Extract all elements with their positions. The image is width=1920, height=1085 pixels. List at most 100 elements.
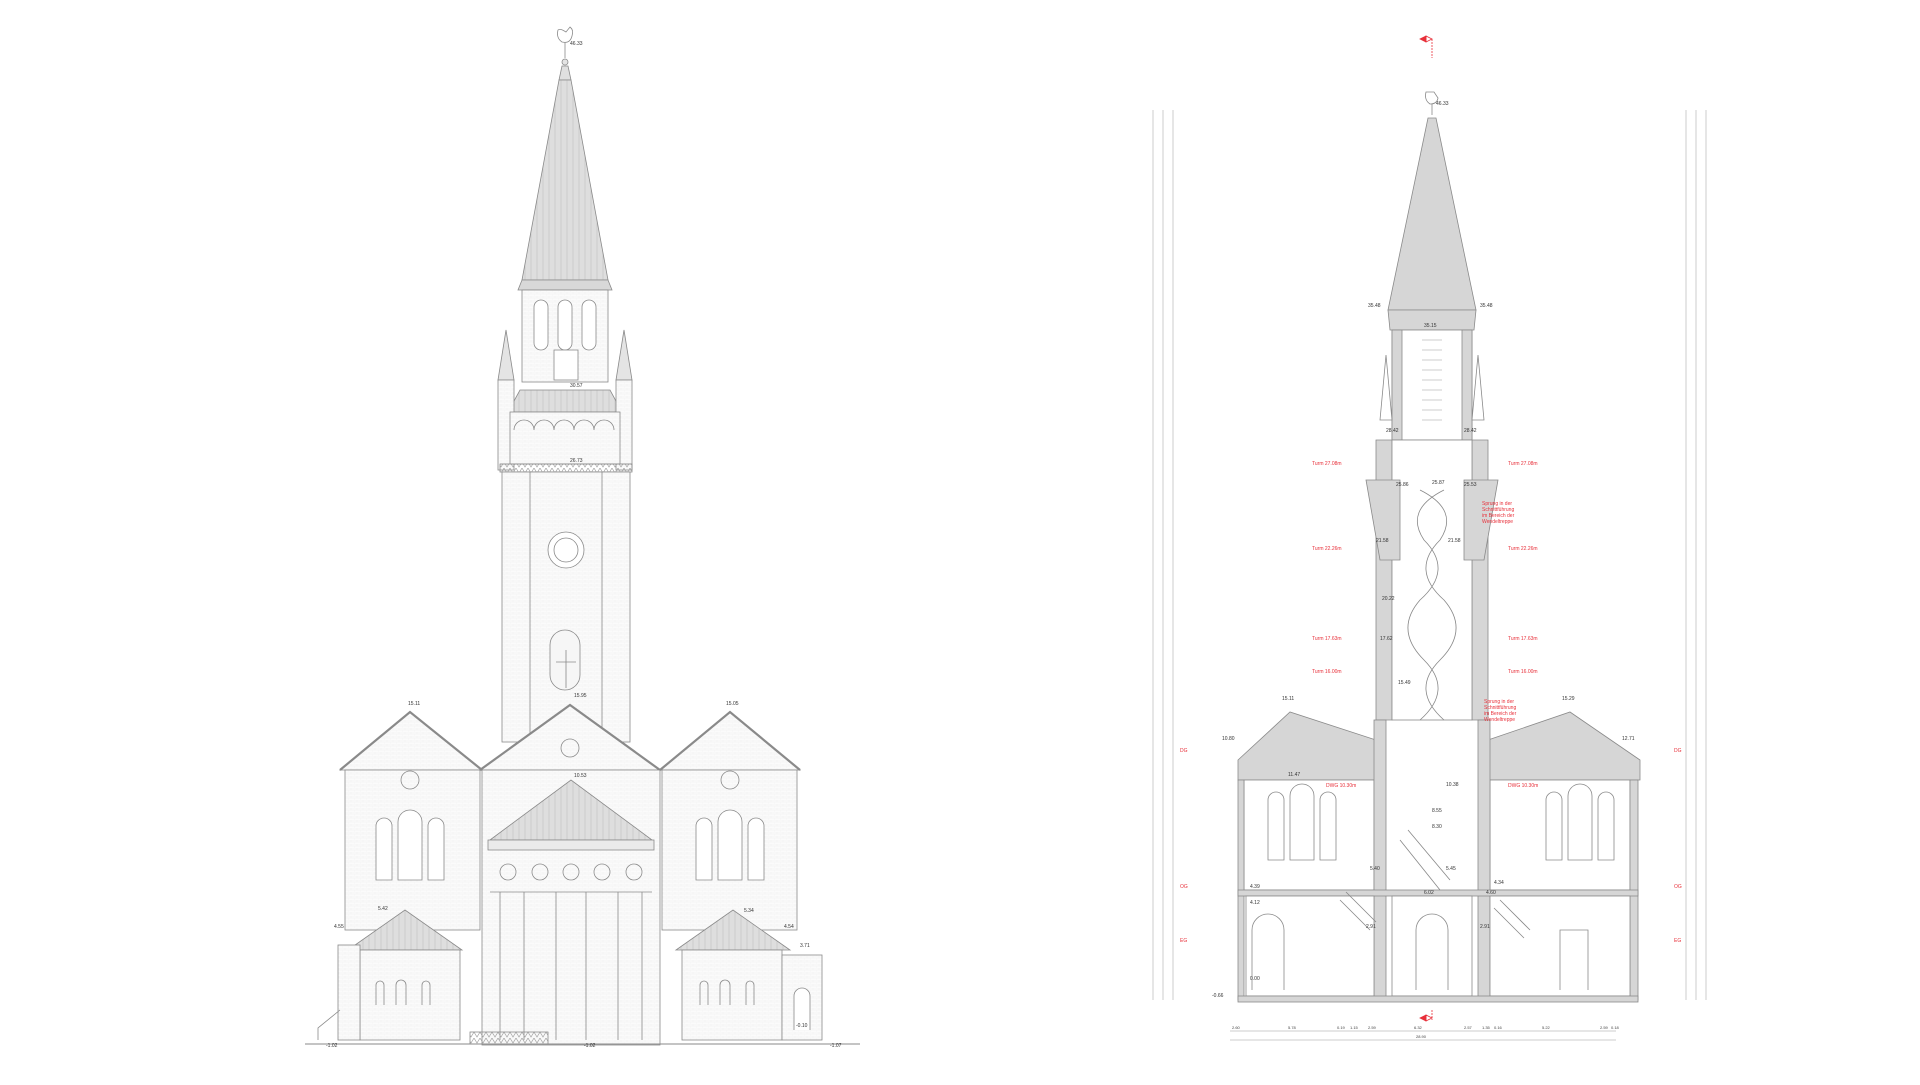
- annotation-jump-note-lower-1: Sprung in der: [1484, 699, 1514, 705]
- annotation-jump-note-upper-1: Sprung in der: [1482, 501, 1512, 507]
- section-level-upper-left: 28.42: [1386, 428, 1399, 434]
- section-red-annotations: Turm 27.08m Turm 27.08m Turm 22.26m Turm…: [1180, 461, 1682, 944]
- level-annex-top: 3.71: [800, 943, 810, 949]
- annotation-jump-note-lower-4: Wendeltreppe: [1484, 717, 1515, 723]
- section-cut-marker-bottom-icon: [1419, 1010, 1433, 1022]
- dim-6: 2.57: [1464, 1025, 1473, 1030]
- annotation-jump-note-upper-4: Wendeltreppe: [1482, 519, 1513, 525]
- section-level-gallery-left-b: 4.12: [1250, 900, 1260, 906]
- section-level-gallery-right: 4.34: [1494, 880, 1504, 886]
- level-ground-right: -1.07: [830, 1043, 842, 1049]
- section-level-25-53: 25.53: [1464, 482, 1477, 488]
- floor-marker-eg-right: EG: [1674, 938, 1681, 944]
- section-level-25-87: 25.87: [1432, 480, 1445, 486]
- dim-5: 6.32: [1414, 1025, 1423, 1030]
- section-level-door-center: 6.02: [1424, 890, 1434, 896]
- bottom-dimension-labels: 2.60 5.78 0.19 1.15 2.59 6.32 2.57 1.35 …: [1232, 1025, 1620, 1039]
- level-apse-roof: 10.53: [574, 773, 587, 779]
- section-level-17-62: 17.62: [1380, 636, 1393, 642]
- section-level-right-gable: 15.29: [1562, 696, 1575, 702]
- section-level-ground: -0.66: [1212, 993, 1224, 999]
- floor-marker-og-left: OG: [1180, 884, 1188, 890]
- dim-10: 2.59: [1600, 1025, 1609, 1030]
- section-level-20-22: 20.22: [1382, 596, 1395, 602]
- section-level-stair-base-right: 2.91: [1480, 924, 1490, 930]
- section-level-gallery-left: 4.39: [1250, 884, 1260, 890]
- section-level-upper-right: 28.42: [1464, 428, 1477, 434]
- section-level-landing-right: 5.45: [1446, 866, 1456, 872]
- spiral-staircase: [1407, 489, 1457, 721]
- section-level-spire-base-right: 35.48: [1480, 303, 1493, 309]
- dimension-chains-left: [1152, 110, 1174, 1000]
- level-right-gable: 15.05: [726, 701, 739, 707]
- level-ground-center: -1.02: [584, 1043, 596, 1049]
- section-level-spire-top: 46.33: [1436, 101, 1449, 107]
- section-level-left-ceiling: 11.47: [1288, 772, 1300, 778]
- section-level-left-gable: 15.11: [1282, 696, 1294, 702]
- dim-3: 1.15: [1350, 1025, 1359, 1030]
- dim-9: 5.22: [1542, 1025, 1551, 1030]
- stairs: [1339, 829, 1531, 939]
- annotation-jump-note-lower-2: Schnittführung: [1484, 705, 1516, 711]
- section-level-belfry-floor: 35.15: [1424, 323, 1437, 329]
- level-left-gable: 15.11: [408, 701, 420, 707]
- level-belfry-roof: 30.57: [570, 383, 583, 389]
- apse-rosettes: [499, 863, 643, 881]
- annotation-tower-17-right: Turm 17.63m: [1508, 636, 1538, 642]
- floor-marker-dg-right: DG: [1674, 748, 1682, 754]
- annotation-tower-27-left: Turm 27.08m: [1312, 461, 1342, 467]
- dim-1: 5.78: [1288, 1025, 1297, 1030]
- section-level-gallery-right-b: 4.60: [1486, 890, 1496, 896]
- dimension-chains-right: [1685, 110, 1707, 1000]
- level-nave-gable: 15.95: [574, 693, 587, 699]
- dim-2: 0.19: [1337, 1025, 1346, 1030]
- section-level-left-eave: 10.80: [1222, 736, 1235, 742]
- annotation-tower-17-left: Turm 17.63m: [1312, 636, 1342, 642]
- level-left-porch-ridge: 5.42: [378, 906, 388, 912]
- dim-0: 2.60: [1232, 1025, 1241, 1030]
- level-door-sill: -0.10: [796, 1023, 808, 1029]
- section-level-25-86: 25.86: [1396, 482, 1409, 488]
- dim-8: 0.16: [1494, 1025, 1503, 1030]
- section-level-labels: 46.33 35.48 35.48 35.15 28.42 28.42 25.8…: [1212, 101, 1635, 999]
- level-right-porch-ridge: 5.34: [744, 908, 754, 914]
- annotation-tower-16-left: Turm 16.00m: [1312, 669, 1342, 675]
- annotation-dwg-right: DWG 10.30m: [1508, 783, 1538, 789]
- section-drawing: [1237, 35, 1641, 1022]
- elevation-level-labels: 46.33 30.57 26.73 15.95 10.53 15.11 15.0…: [326, 41, 842, 1049]
- section-level-15-49: 15.49: [1398, 680, 1411, 686]
- annotation-jump-note-lower-3: im Bereich der: [1484, 711, 1517, 717]
- floor-marker-dg-left: DG: [1180, 748, 1188, 754]
- floor-marker-eg-left: EG: [1180, 938, 1187, 944]
- annotation-jump-note-upper-2: Schnittführung: [1482, 507, 1514, 513]
- dim-total: 28.90: [1416, 1034, 1427, 1039]
- annotation-jump-note-upper-3: im Bereich der: [1482, 513, 1515, 519]
- weathervane-rooster-icon: [557, 26, 574, 66]
- level-left-porch-eave: 4.55: [334, 924, 344, 930]
- section-level-floor-left: 0.00: [1250, 976, 1260, 982]
- dim-11: 0.18: [1611, 1025, 1620, 1030]
- section-level-21-58a: 21.58: [1376, 538, 1389, 544]
- section-level-landing-left: 5.40: [1370, 866, 1380, 872]
- level-spire-top: 46.33: [570, 41, 583, 47]
- floor-marker-og-right: OG: [1674, 884, 1682, 890]
- annotation-tower-22-left: Turm 22.26m: [1312, 546, 1342, 552]
- dimension-chain-bottom: [1230, 1030, 1616, 1041]
- level-belfry-base: 26.73: [570, 458, 583, 464]
- annotation-tower-16-right: Turm 16.00m: [1508, 669, 1538, 675]
- dim-4: 2.59: [1368, 1025, 1377, 1030]
- section-level-stair-1: 10.38: [1446, 782, 1459, 788]
- section-level-stair-2: 8.55: [1432, 808, 1442, 814]
- annotation-tower-27-right: Turm 27.08m: [1508, 461, 1538, 467]
- dim-7: 1.35: [1482, 1025, 1491, 1030]
- section-level-right-eave: 12.71: [1622, 736, 1635, 742]
- annotation-dwg-left: DWG 10.30m: [1326, 783, 1356, 789]
- front-elevation: [305, 26, 860, 1046]
- section-level-stair-base-left: 2.91: [1366, 924, 1376, 930]
- section-level-21-58b: 21.58: [1448, 538, 1461, 544]
- section-level-stair-3: 8.30: [1432, 824, 1442, 830]
- level-ground-left: -1.02: [326, 1043, 338, 1049]
- section-level-spire-base-left: 35.48: [1368, 303, 1381, 309]
